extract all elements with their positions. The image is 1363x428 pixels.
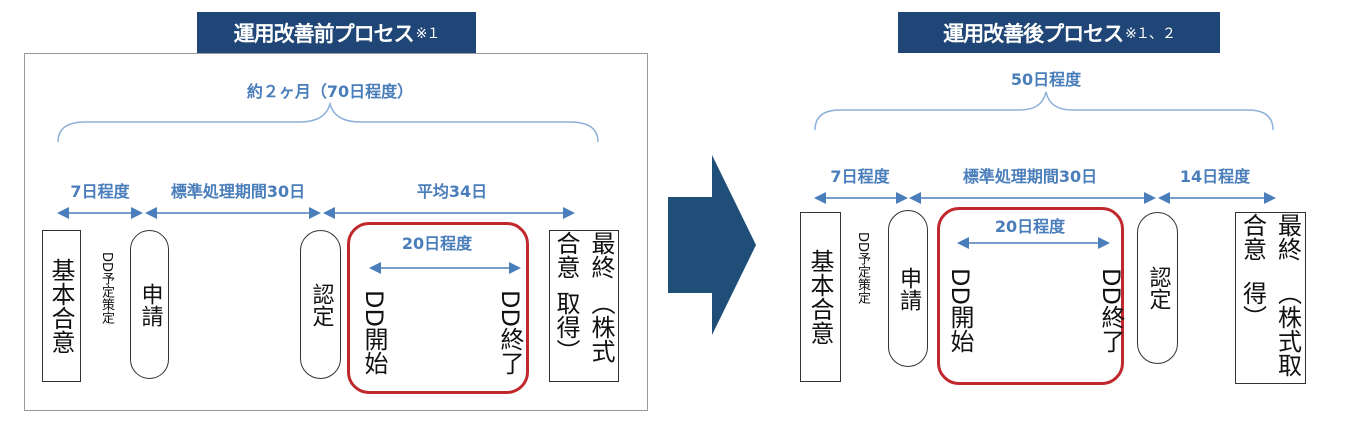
after-final-label: 最終合意 [1238, 213, 1302, 261]
after-step-certify: 認定 [1137, 212, 1178, 364]
before-step-basic-agreement: 基本合意 [42, 230, 81, 382]
after-dd-highlight [937, 207, 1124, 385]
before-total-brace [57, 101, 599, 143]
before-final-sub-label: （株式取得） [552, 291, 615, 363]
after-step-final-agreement: 最終合意 （株式取得） [1235, 212, 1306, 384]
after-step-apply: 申請 [888, 210, 928, 367]
before-seg1-label: 7日程度 [70, 182, 130, 201]
before-dd-highlight [347, 222, 529, 394]
before-step-certify: 認定 [300, 230, 341, 379]
before-step-apply: 申請 [130, 230, 169, 379]
before-step-final-agreement: 最終合意 （株式取得） [549, 230, 619, 382]
before-title-text: 運用改善前プロセス [233, 21, 415, 46]
after-seg1-label: 7日程度 [830, 167, 890, 186]
after-dd-period-label: 20日程度 [994, 217, 1066, 236]
before-step-dd-end: DD終了 [496, 290, 524, 375]
after-title-text: 運用改善後プロセス [943, 21, 1124, 46]
before-total-label: 約２ヶ月（70日程度） [246, 82, 414, 101]
after-note: ※１、２ [1125, 25, 1176, 42]
before-dd-period-label: 20日程度 [401, 234, 473, 253]
after-total-brace [814, 91, 1274, 131]
transition-arrow-icon [668, 155, 756, 335]
after-step-dd-end: DD終了 [1097, 268, 1125, 353]
before-seg2-label: 標準処理期間30日 [170, 182, 306, 201]
after-total-label: 50日程度 [1010, 70, 1082, 89]
after-seg2-label: 標準処理期間30日 [962, 167, 1098, 186]
after-seg3-label: 14日程度 [1179, 167, 1251, 186]
before-note: ※１ [415, 25, 441, 42]
after-step-dd-start: DD開始 [946, 268, 974, 353]
before-panel [24, 53, 648, 411]
after-title: 運用改善後プロセス※１、２ [898, 12, 1220, 53]
after-step-dd-plan: DD予定策定 [855, 232, 870, 305]
before-title: 運用改善前プロセス※１ [197, 12, 476, 53]
before-final-label: 最終合意 [552, 231, 615, 279]
before-step-dd-plan: DD予定策定 [99, 252, 114, 325]
after-final-sub-label: （株式取得） [1238, 281, 1302, 377]
after-step-basic-agreement: 基本合意 [800, 212, 841, 382]
before-step-dd-start: DD開始 [360, 290, 388, 375]
before-seg3-label: 平均34日 [416, 182, 488, 201]
